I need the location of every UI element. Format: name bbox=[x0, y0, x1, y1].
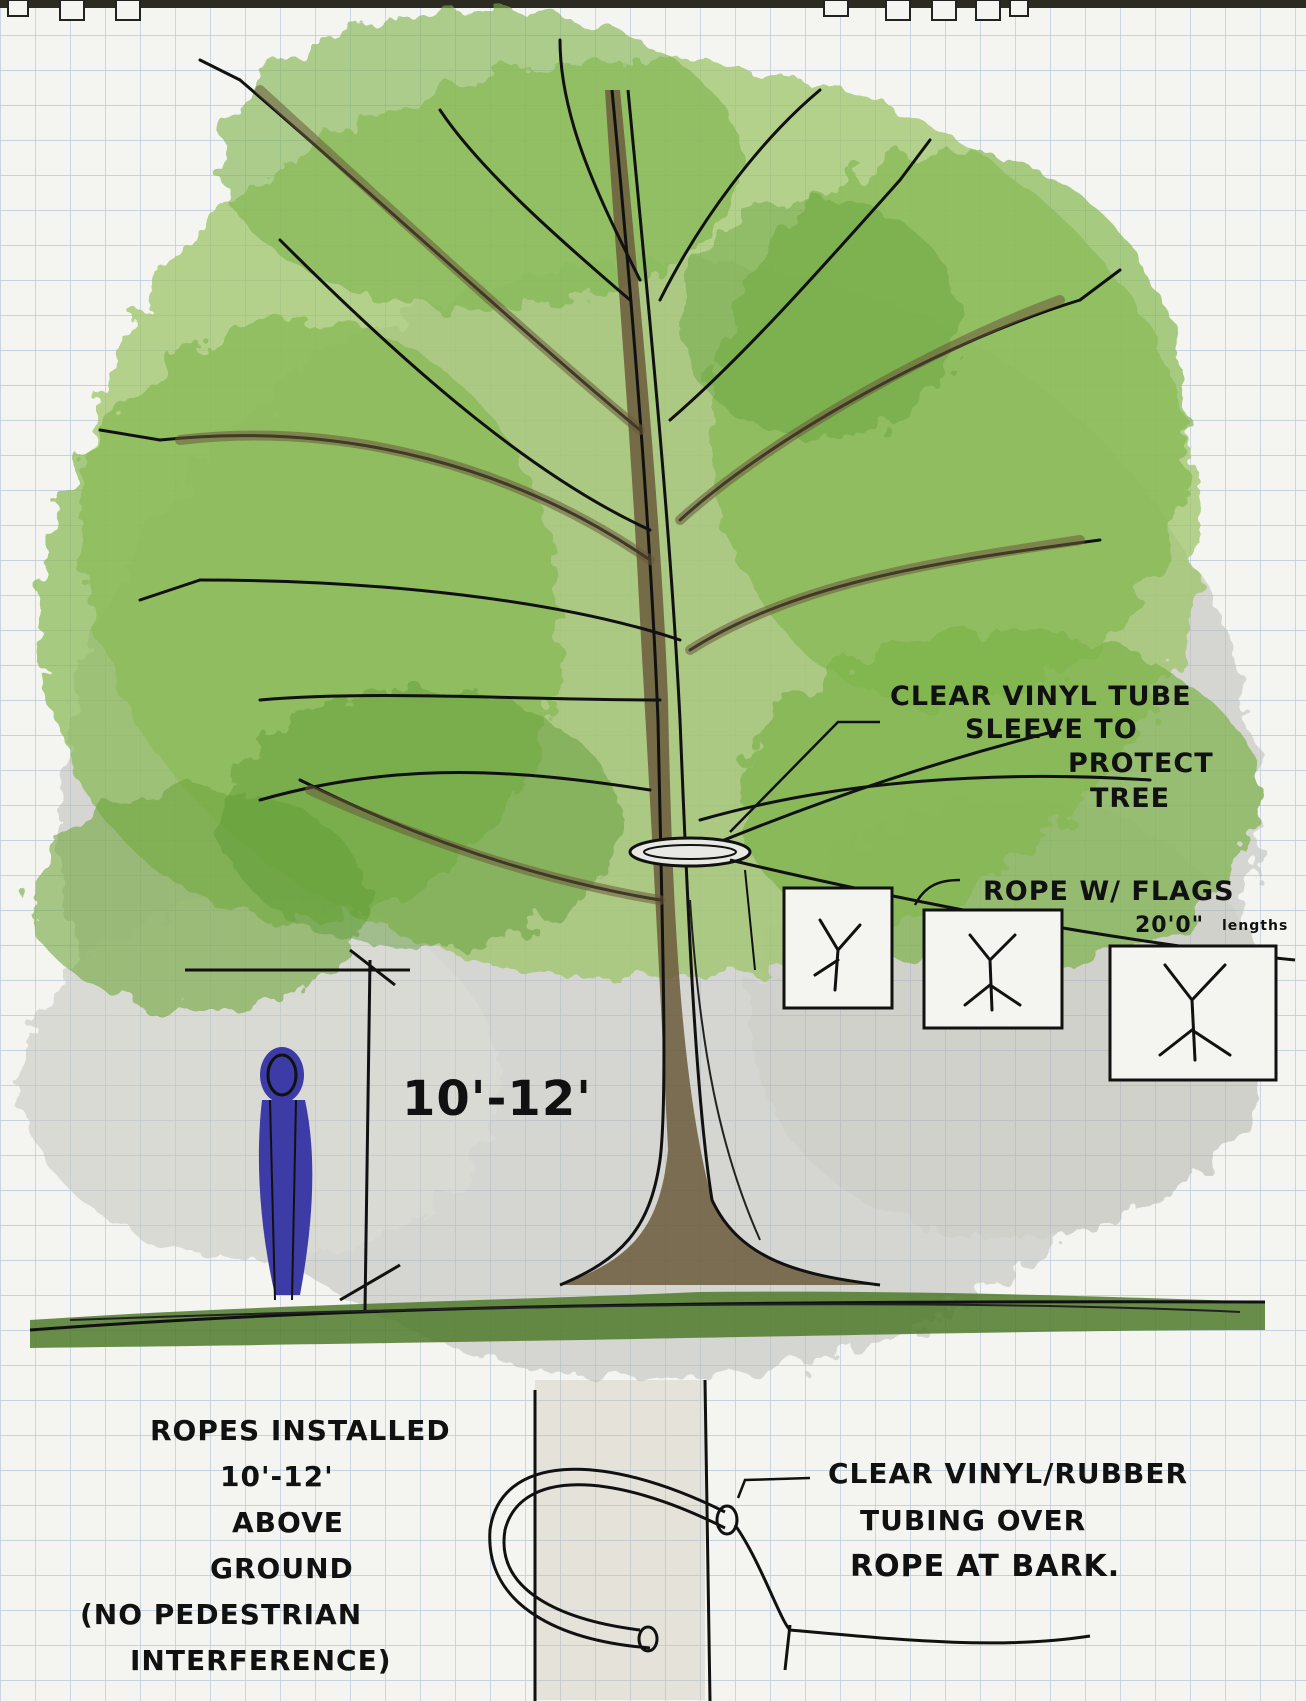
ropes-installed-line-1: ROPES INSTALLED bbox=[150, 1414, 451, 1447]
tube-sleeve-line-2: SLEEVE TO bbox=[965, 714, 1138, 745]
ropes-installed-line-5: (NO PEDESTRIAN bbox=[80, 1598, 362, 1631]
tube-sleeve-line-1: CLEAR VINYL TUBE bbox=[890, 681, 1192, 712]
ropes-installed-line-2: 10'-12' bbox=[220, 1460, 334, 1493]
ropes-installed-line-6: INTERFERENCE) bbox=[130, 1644, 392, 1677]
tubing-detail-line-3: ROPE AT BARK. bbox=[850, 1549, 1120, 1584]
ropes-installed-line-3: ABOVE bbox=[232, 1506, 344, 1539]
tube-sleeve-line-3: PROTECT bbox=[1068, 748, 1214, 779]
tube-sleeve-line-4: TREE bbox=[1090, 783, 1170, 814]
tubing-detail-line-1: CLEAR VINYL/RUBBER bbox=[828, 1457, 1188, 1490]
rope-flags-label: ROPE W/ FLAGS bbox=[983, 876, 1235, 907]
rope-length-label: 20'0" bbox=[1135, 913, 1204, 938]
ropes-installed-line-4: GROUND bbox=[210, 1552, 354, 1585]
height-label: 10'-12' bbox=[402, 1071, 592, 1127]
tubing-detail-line-2: TUBING OVER bbox=[860, 1504, 1086, 1537]
rope-length-unit: lengths bbox=[1222, 918, 1288, 934]
